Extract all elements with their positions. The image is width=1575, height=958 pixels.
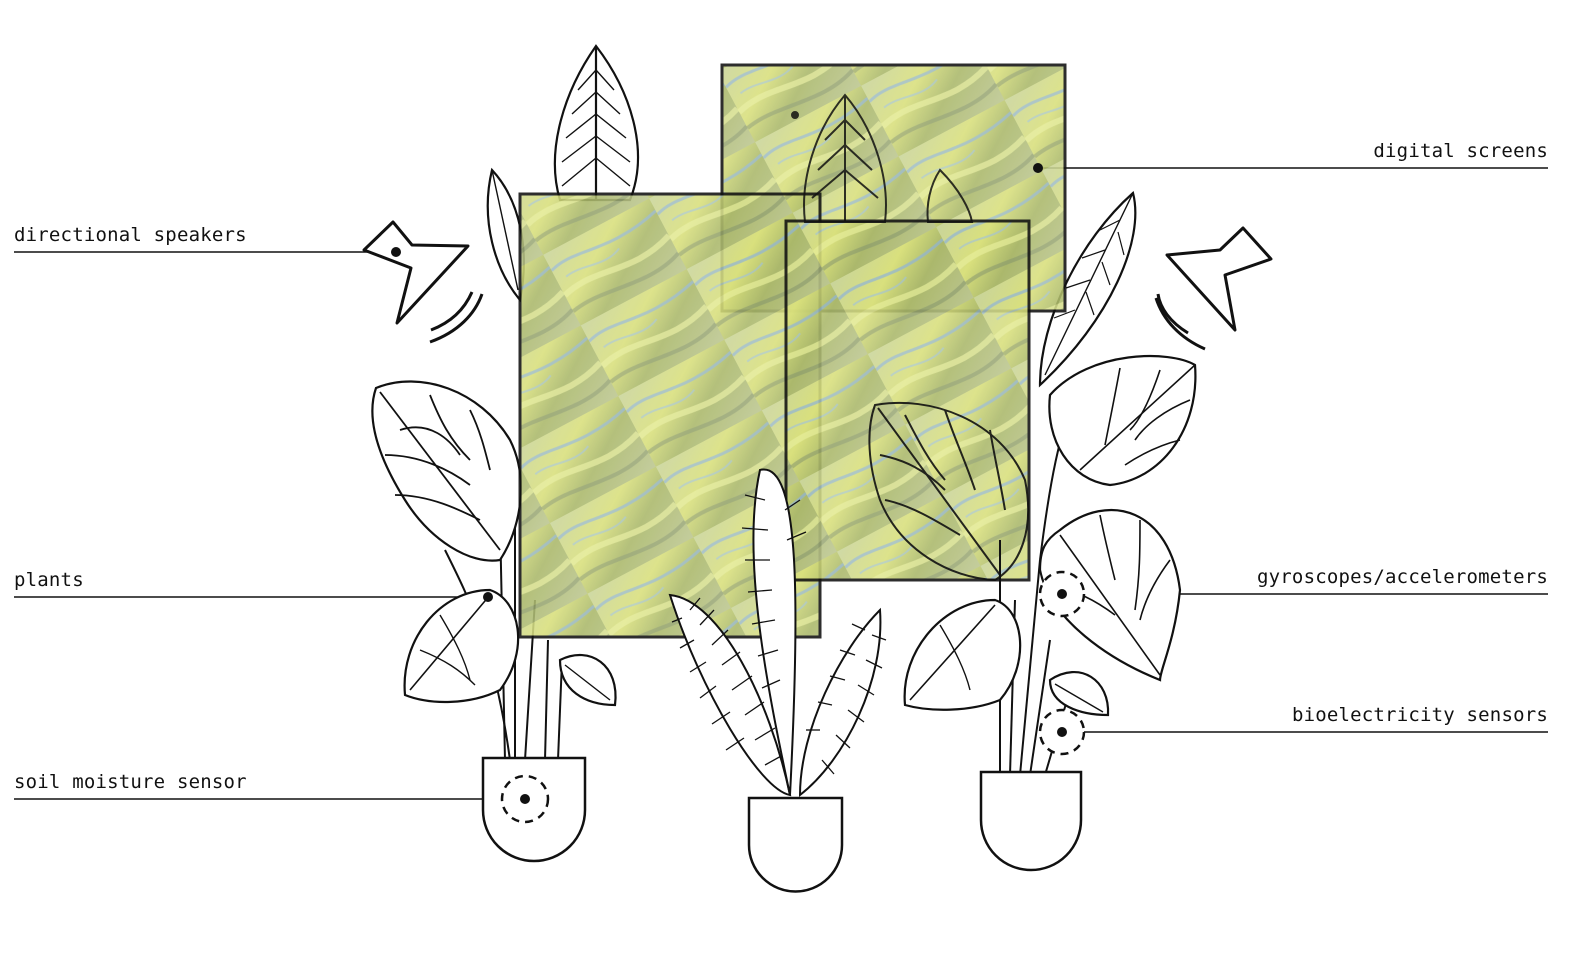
screen-marker-dot bbox=[1033, 163, 1043, 173]
plant-marker-dot bbox=[483, 592, 493, 602]
gyroscope-sensor-icon bbox=[1040, 572, 1084, 616]
left-monstera-leaf bbox=[372, 381, 521, 560]
pot-left bbox=[483, 758, 585, 861]
pot-center bbox=[749, 798, 842, 892]
digital-screen-front bbox=[786, 221, 1029, 580]
speaker-left-icon bbox=[364, 222, 482, 342]
bioelectricity-sensor-icon bbox=[1040, 710, 1084, 754]
pot-right bbox=[981, 772, 1081, 870]
speaker-right-icon bbox=[1156, 228, 1271, 349]
